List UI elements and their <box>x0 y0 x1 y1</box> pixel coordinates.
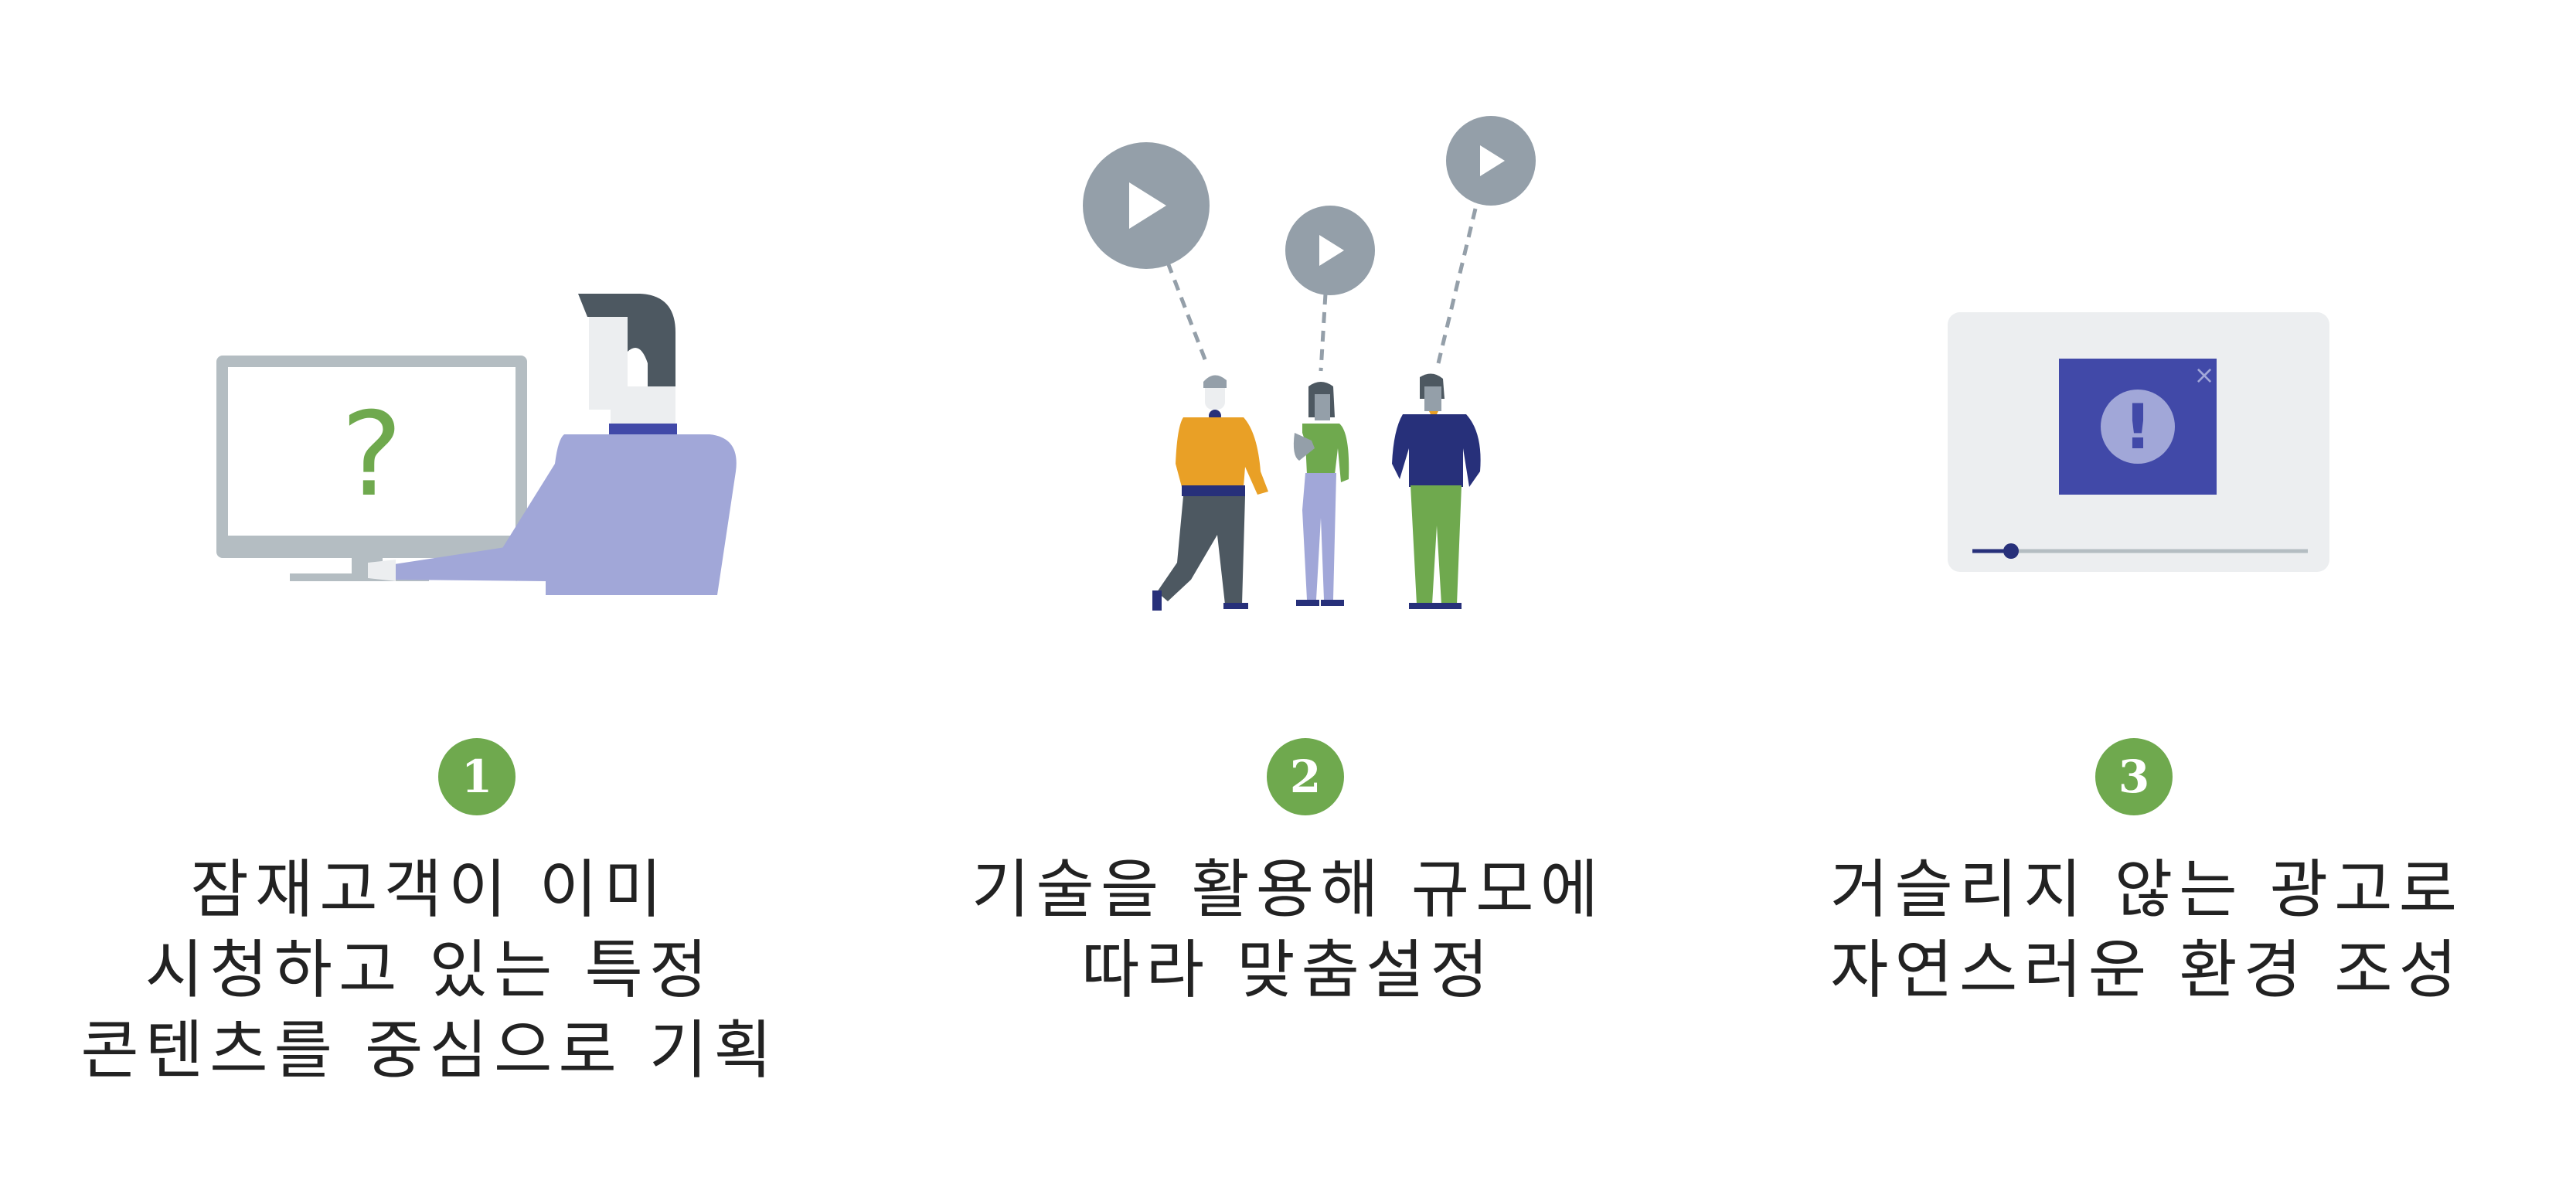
step-2: 2 기술을 활용해 규모에 따라 맞춤설정 <box>859 0 1717 1191</box>
alert-icon <box>2101 390 2175 464</box>
people-with-video-bubbles-icon <box>1083 116 1536 611</box>
step-3: ! × 3 거슬리지 않는 광고로 자연스러운 환경 조성 <box>1717 0 2576 1191</box>
step-number-badge: 2 <box>1267 738 1344 815</box>
progress-handle <box>2003 543 2019 559</box>
play-triangle <box>1480 145 1505 176</box>
close-icon: × <box>2194 360 2215 390</box>
step-caption: 기술을 활용해 규모에 따라 맞춤설정 <box>859 850 1717 1011</box>
caption-line: 콘텐츠를 중심으로 기획 <box>80 1014 778 1087</box>
play-triangle <box>1129 182 1166 229</box>
person-middle <box>1293 382 1349 606</box>
step-caption: 거슬리지 않는 광고로 자연스러운 환경 조성 <box>1717 850 2576 1011</box>
person-at-monitor-question-icon: ? <box>216 294 737 595</box>
bubble-connector <box>1436 208 1478 364</box>
person-body <box>496 434 737 595</box>
person-right <box>1392 373 1481 609</box>
caption-line: 자연스러운 환경 조성 <box>1829 934 2464 1007</box>
monitor-screen <box>228 367 516 536</box>
play-triangle <box>1319 235 1344 266</box>
monitor-base <box>290 573 429 581</box>
video-player-ad-icon: ! × <box>1948 312 2329 572</box>
person-collar <box>609 424 677 436</box>
question-mark-icon: ? <box>341 388 403 522</box>
step-number-badge: 3 <box>2095 738 2173 815</box>
person-left <box>1152 375 1268 611</box>
exclamation-mark: ! <box>2124 391 2152 463</box>
person-arm <box>394 541 546 581</box>
caption-line: 거슬리지 않는 광고로 <box>1829 853 2464 927</box>
person-hand <box>368 560 396 581</box>
caption-line: 따라 맞춤설정 <box>1081 934 1495 1007</box>
step-number-badge: 1 <box>438 738 516 815</box>
caption-line: 잠재고객이 이미 <box>190 853 669 927</box>
person-neck <box>611 386 675 425</box>
bubble-connector <box>1165 262 1209 364</box>
bubble-connector <box>1319 293 1328 372</box>
step-1: ? 1 잠재고객이 이미 시청하고 있는 특정 콘텐츠를 중심으로 기획 <box>0 0 859 1191</box>
caption-line: 기술을 활용해 규모에 <box>971 853 1605 927</box>
caption-line: 시청하고 있는 특정 <box>145 934 714 1007</box>
step-caption: 잠재고객이 이미 시청하고 있는 특정 콘텐츠를 중심으로 기획 <box>0 850 859 1091</box>
